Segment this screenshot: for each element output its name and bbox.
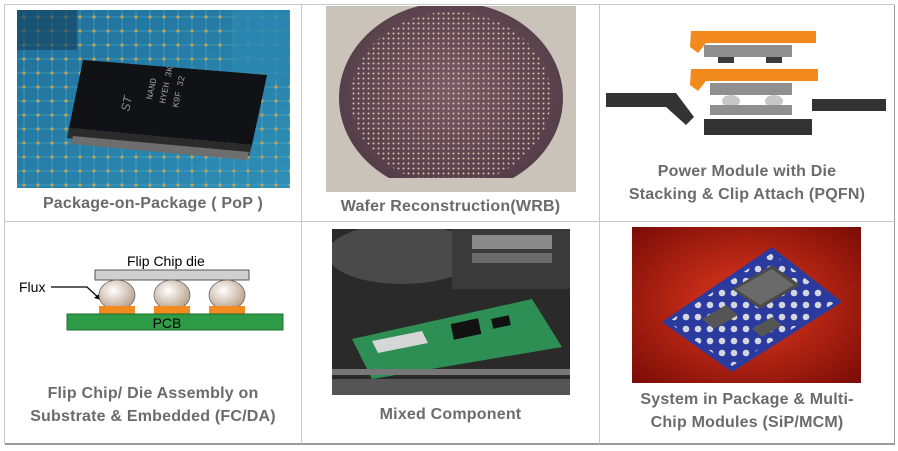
pcb-label: PCB	[153, 315, 182, 331]
solder-bumps	[98, 279, 246, 311]
caption-pop: Package-on-Package ( PoP )	[42, 195, 264, 212]
pcb-shape	[66, 313, 284, 331]
caption-sip: System in Package & Multi- Chip Modules …	[640, 391, 854, 431]
cell-fcda: Flip Chip die Flux PCB Flip Chip/ Die As…	[5, 222, 302, 445]
pop-photo: NAND HYEH 3K K9F 32 ST	[17, 10, 290, 188]
wafer-illustration	[326, 6, 576, 192]
sip-illustration	[632, 227, 861, 383]
technology-grid: NAND HYEH 3K K9F 32 ST Package-on-Packag…	[4, 4, 895, 445]
st-logo-icon: ST	[118, 93, 135, 113]
pqfn-illustration	[606, 31, 886, 135]
chip-marking-1: NAND	[145, 77, 159, 100]
cell-wrb: Wafer Reconstruction(WRB)	[302, 5, 600, 222]
caption-mixed: Mixed Component	[379, 406, 522, 423]
cell-sip: System in Package & Multi- Chip Modules …	[600, 222, 895, 445]
mixed-component-illustration	[332, 229, 570, 395]
caption-fcda: Flip Chip/ Die Assembly on Substrate & E…	[30, 385, 276, 425]
cell-pop: NAND HYEH 3K K9F 32 ST Package-on-Packag…	[5, 5, 302, 222]
caption-wrb: Wafer Reconstruction(WRB)	[340, 198, 561, 215]
top-clip-shape	[690, 31, 816, 53]
flip-chip-die-label: Flip Chip die	[127, 253, 205, 269]
cell-pqfn: Power Module with Die Stacking & Clip At…	[600, 5, 895, 222]
wafer-photo	[326, 6, 576, 192]
bottom-clip-shape	[690, 69, 818, 91]
flux-label: Flux	[19, 279, 45, 295]
caption-pqfn: Power Module with Die Stacking & Clip At…	[628, 163, 866, 203]
flip-chip-diagram: Flip Chip die Flux PCB	[17, 252, 287, 352]
sip-photo	[632, 227, 861, 383]
mixed-component-photo	[332, 229, 570, 395]
flip-chip-illustration: Flip Chip die Flux PCB	[19, 253, 284, 331]
cell-mixed: Mixed Component	[302, 222, 600, 445]
pqfn-diagram	[606, 21, 886, 141]
pop-illustration: NAND HYEH 3K K9F 32 ST	[17, 10, 290, 188]
die-shape	[94, 269, 250, 281]
